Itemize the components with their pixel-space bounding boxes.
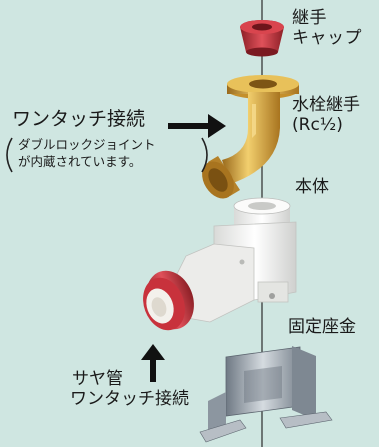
faucet-joint-label-line2: (Rc½) bbox=[292, 114, 343, 135]
arrow-up-to-ring bbox=[141, 344, 165, 382]
one-touch-label: ワンタッチ接続 bbox=[12, 108, 146, 130]
faucet-joint-label: 水栓継手 (Rc½) bbox=[292, 95, 360, 135]
faucet-joint bbox=[202, 75, 299, 199]
note-open-paren bbox=[6, 137, 13, 173]
base-label: 固定座金 bbox=[288, 317, 356, 337]
sleeve-pipe-label-line2: ワンタッチ接続 bbox=[70, 388, 189, 409]
faucet-joint-label-line1: 水栓継手 bbox=[292, 95, 360, 115]
arrow-right-to-faucet bbox=[168, 114, 226, 138]
double-lock-note-line1: ダブルロックジョイント bbox=[18, 137, 156, 152]
cap-label-line2: キャップ bbox=[292, 27, 362, 48]
cap-label: 継手 キャップ bbox=[292, 8, 362, 48]
fixing-base bbox=[199, 346, 333, 443]
double-lock-note-line2: が内蔵されています。 bbox=[18, 154, 142, 169]
sleeve-pipe-label: サヤ管 ワンタッチ接続 bbox=[70, 369, 189, 409]
note-close-paren bbox=[201, 137, 208, 173]
double-lock-note: ダブルロックジョイント が内蔵されています。 bbox=[10, 136, 156, 170]
sleeve-pipe-label-line1: サヤ管 bbox=[72, 369, 123, 389]
joint-cap bbox=[240, 20, 284, 57]
one-touch-ring bbox=[143, 270, 194, 331]
main-body bbox=[175, 197, 297, 323]
cap-label-line1: 継手 bbox=[292, 8, 327, 28]
body-label: 本体 bbox=[295, 177, 329, 197]
